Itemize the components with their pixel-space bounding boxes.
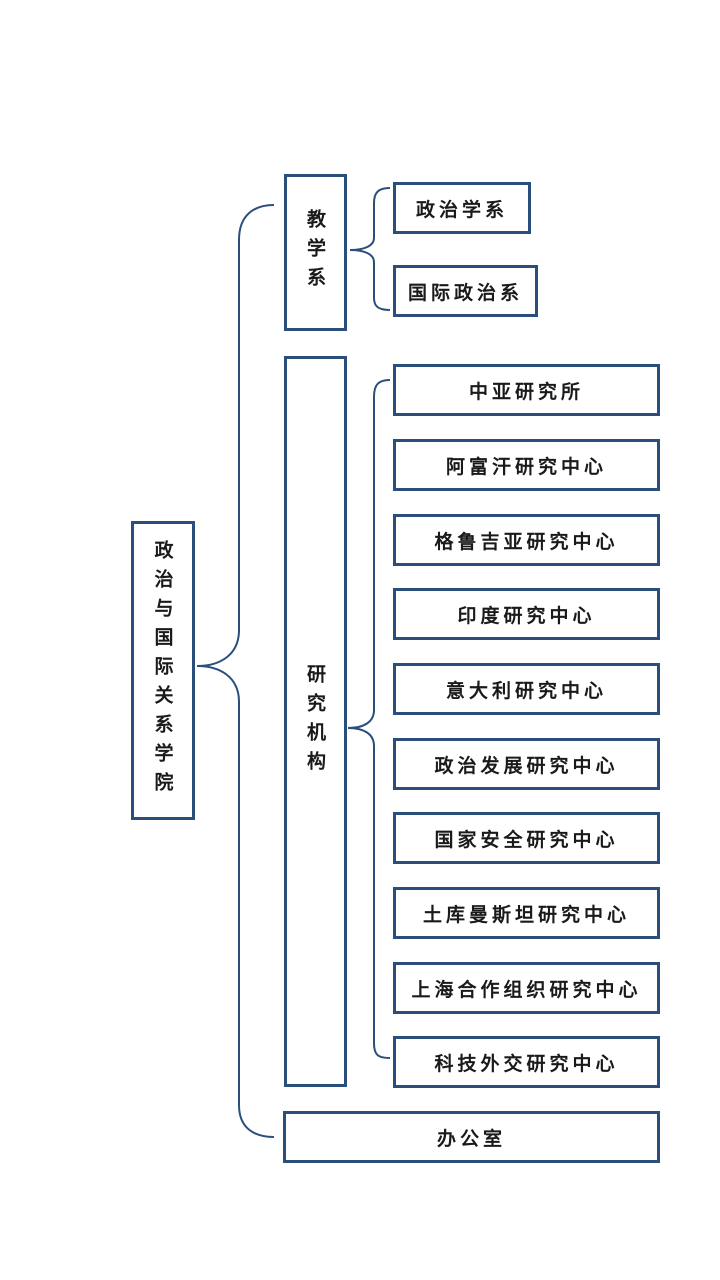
teaching-child-label: 政治学系 [415, 198, 508, 221]
research-child-node: 科技外交研究中心 [393, 1036, 660, 1088]
research-child-label: 印度研究中心 [457, 604, 596, 627]
research-child-label: 科技外交研究中心 [434, 1052, 619, 1075]
teaching-child-label: 国际政治系 [407, 281, 523, 304]
office-label: 办公室 [436, 1127, 506, 1150]
research-child-node: 中亚研究所 [393, 364, 660, 416]
research-label: 研究机构 [304, 663, 326, 780]
research-child-node: 上海合作组织研究中心 [393, 962, 660, 1014]
research-child-label: 格鲁吉亚研究中心 [434, 530, 619, 553]
teaching-child-node: 政治学系 [393, 182, 531, 234]
teaching-label: 教学系 [304, 209, 326, 296]
research-brace [347, 379, 391, 1059]
research-child-label: 政治发展研究中心 [434, 754, 619, 777]
research-child-label: 上海合作组织研究中心 [411, 978, 642, 1001]
research-child-node: 意大利研究中心 [393, 663, 660, 715]
teaching-brace [349, 187, 391, 311]
research-child-label: 土库曼斯坦研究中心 [422, 903, 630, 926]
research-child-node: 格鲁吉亚研究中心 [393, 514, 660, 566]
teaching-node: 教学系 [284, 174, 347, 331]
root-node: 政治与国际关系学院 [131, 521, 195, 820]
research-child-node: 印度研究中心 [393, 588, 660, 640]
root-label: 政治与国际关系学院 [151, 540, 174, 801]
office-node: 办公室 [283, 1111, 660, 1163]
teaching-child-node: 国际政治系 [393, 265, 538, 317]
research-child-node: 政治发展研究中心 [393, 738, 660, 790]
research-child-node: 阿富汗研究中心 [393, 439, 660, 491]
research-child-node: 土库曼斯坦研究中心 [393, 887, 660, 939]
research-child-label: 意大利研究中心 [445, 679, 607, 702]
research-child-label: 国家安全研究中心 [434, 828, 619, 851]
research-child-node: 国家安全研究中心 [393, 812, 660, 864]
research-child-label: 中亚研究所 [468, 380, 584, 403]
root-brace [196, 204, 275, 1138]
research-node: 研究机构 [284, 356, 347, 1087]
research-child-label: 阿富汗研究中心 [445, 455, 607, 478]
